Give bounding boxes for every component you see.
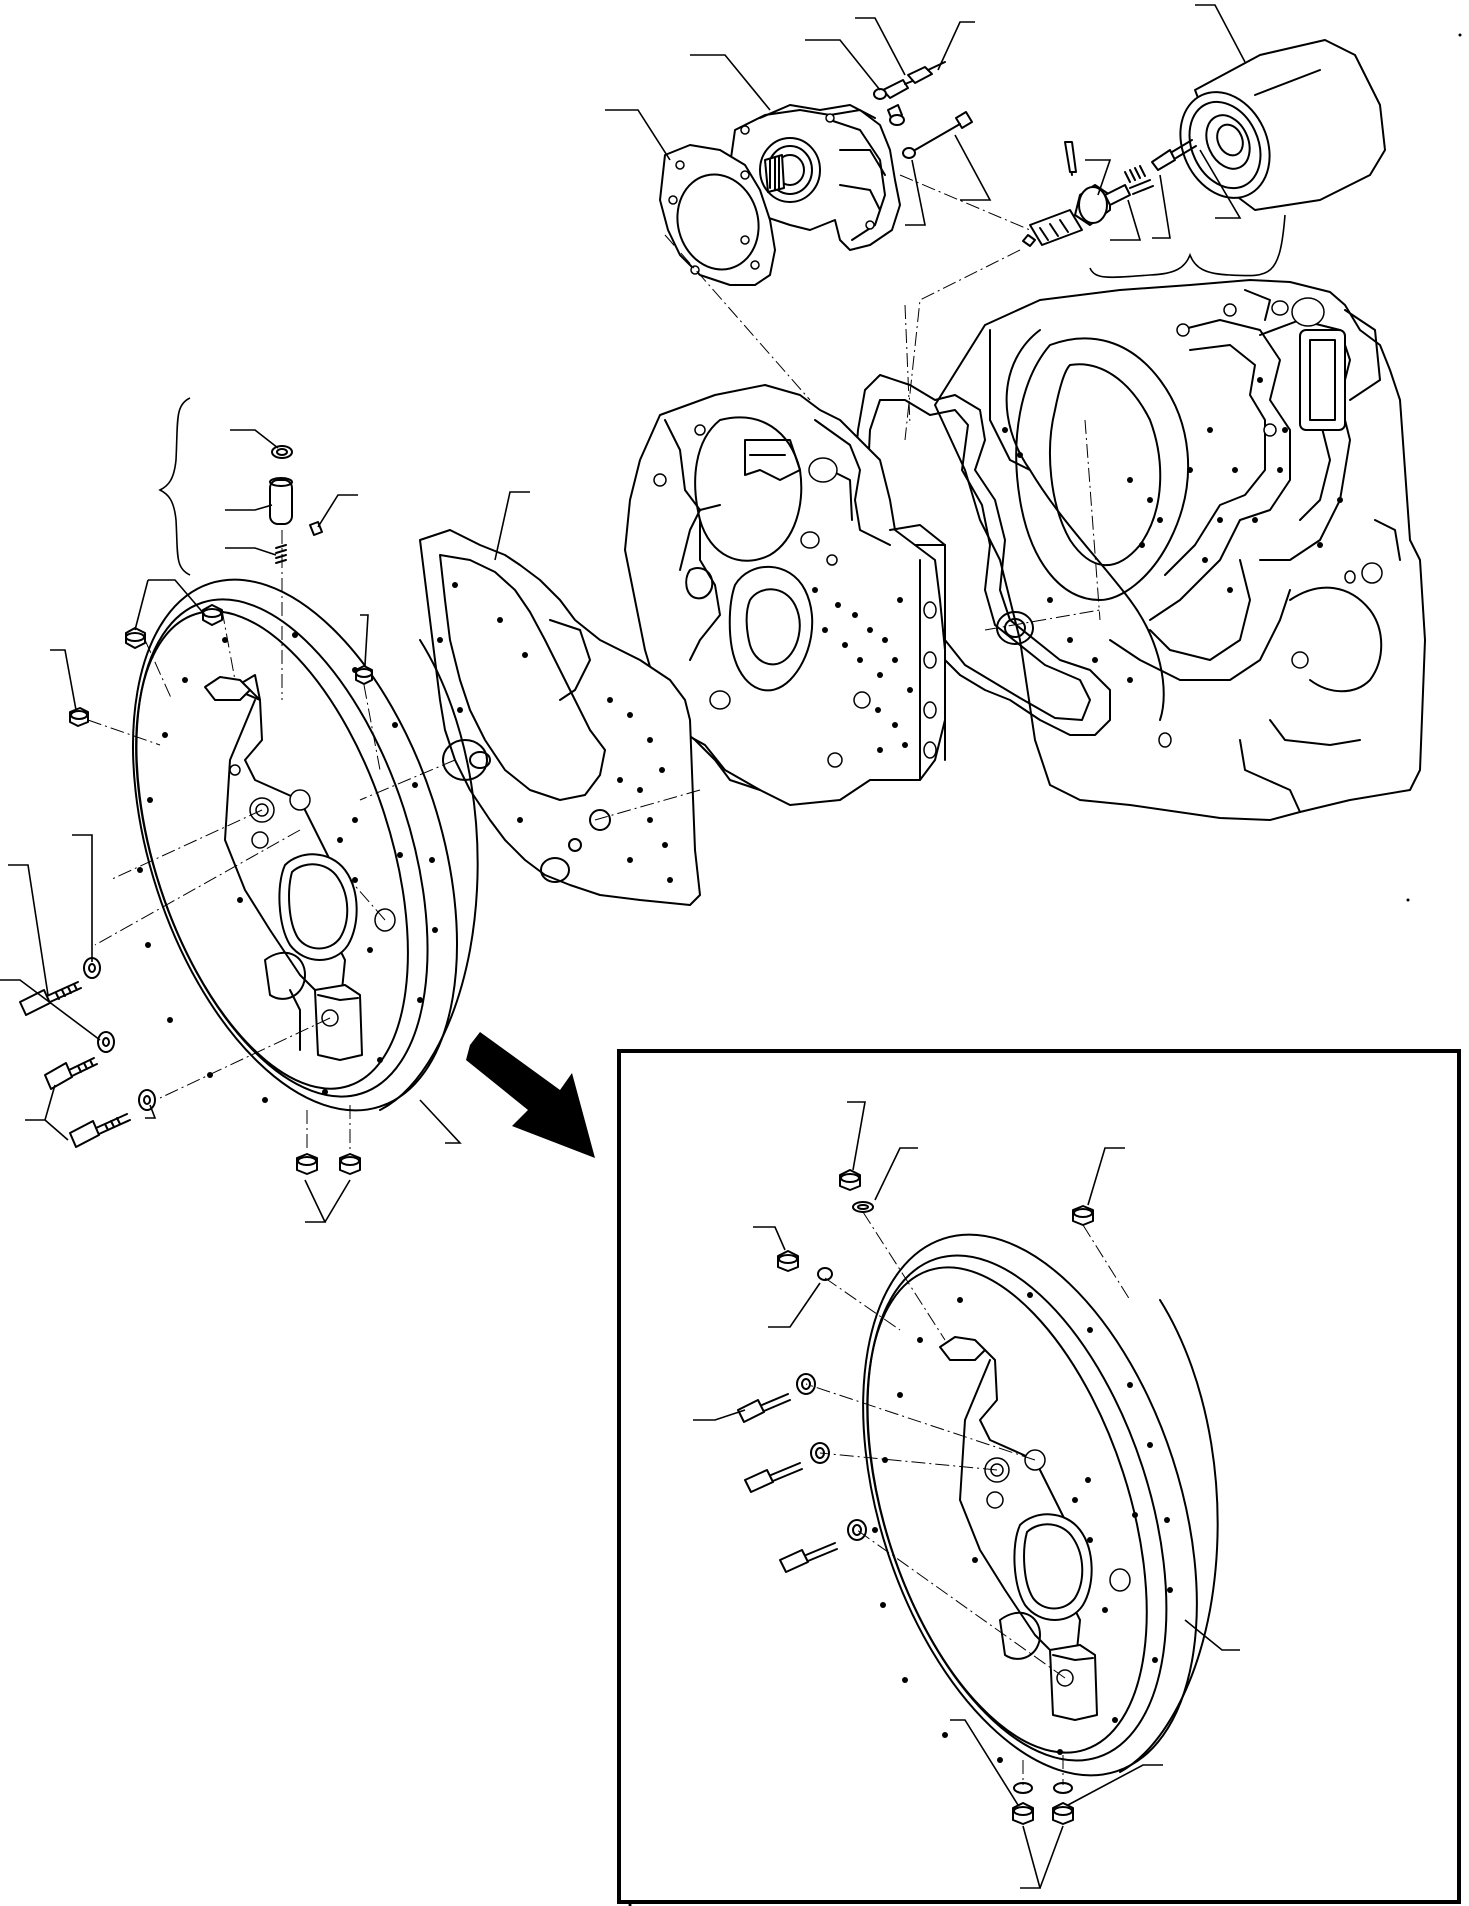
pump-gasket-icon (659, 144, 776, 286)
pump-bolts-icon (873, 61, 973, 159)
kit-bracket-left (158, 397, 191, 576)
front-cover-icon (132, 578, 479, 1112)
cover-plate-icon (624, 384, 946, 806)
inset-leader-lines (693, 1101, 1240, 1889)
bolt-icon (19, 957, 156, 1148)
cover-gasket-icon (419, 529, 701, 906)
valve-assembly-icon (1022, 139, 1197, 247)
front-cover-variant-inset (862, 1233, 1219, 1777)
cover-gasket-bolt-holes (437, 582, 673, 883)
detail-arrow-icon (466, 1032, 595, 1158)
valve-icon (269, 445, 323, 564)
kit-bracket-top (1089, 214, 1286, 279)
plug-icon (69, 604, 373, 1175)
cover-plate-bolt-holes (812, 587, 913, 753)
housing-stud-holes (1002, 377, 1343, 683)
pump-icon (729, 104, 901, 251)
oil-filter-icon (1179, 39, 1386, 211)
front-cover-rim-holes (137, 632, 438, 1103)
inset-detail-frame (617, 1049, 1461, 1904)
inset-fasteners (737, 1169, 1094, 1825)
leader-lines (0, 4, 1246, 1223)
alignment-lines (87, 174, 1101, 1150)
inset-rim-holes (872, 1292, 1173, 1763)
inset-alignment-lines (805, 1211, 1131, 1785)
transmission-housing-icon (934, 279, 1426, 821)
